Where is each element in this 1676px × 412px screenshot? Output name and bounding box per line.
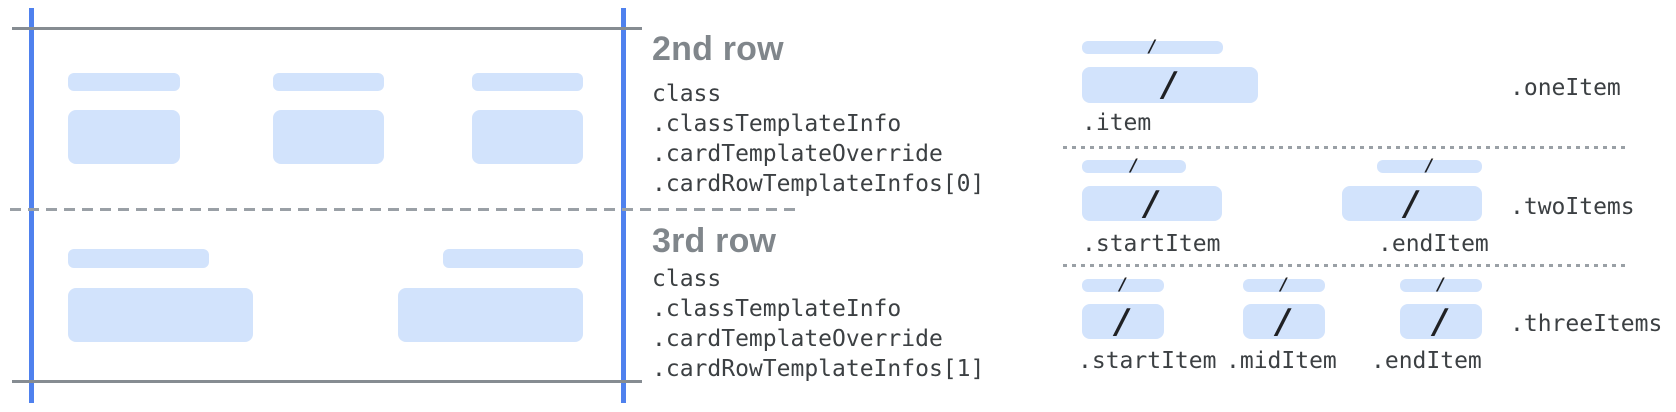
card-top-edge-guide (12, 27, 642, 30)
slash-placeholder: / (1112, 301, 1134, 342)
three-items-mid-label-bar: / (1243, 275, 1325, 295)
row2-code-block: class .classTemplateInfo .cardTemplateOv… (652, 79, 984, 199)
one-item-label-bar: / (1082, 37, 1223, 57)
slash-placeholder: / (1430, 301, 1452, 342)
slash-placeholder: / (1117, 275, 1129, 295)
row3-title: 3rd row (652, 222, 777, 260)
row2-col3-value-placeholder (472, 110, 583, 164)
card-bottom-edge-guide (12, 380, 642, 383)
code-line: class (652, 81, 722, 107)
slash-placeholder: / (1159, 65, 1181, 105)
one-item-group-label: .oneItem (1510, 75, 1621, 101)
section-divider-dotted-line (1063, 264, 1628, 267)
slash-placeholder: / (1273, 301, 1295, 342)
three-items-start-value-bar: / (1082, 304, 1164, 339)
end-item-label: .endItem (1378, 231, 1489, 257)
three-items-group-label: .threeItems (1510, 311, 1663, 337)
start-item-label: .startItem (1082, 231, 1221, 257)
row3-code-block: class .classTemplateInfo .cardTemplateOv… (652, 264, 984, 384)
row3-col1-label-placeholder (68, 249, 209, 268)
code-line: class (652, 266, 722, 292)
three-items-end-label-bar: / (1400, 275, 1482, 295)
two-items-group-label: .twoItems (1510, 194, 1635, 220)
item-label: .item (1082, 110, 1152, 136)
three-items-mid-value-bar: / (1243, 304, 1325, 339)
row2-col1-value-placeholder (68, 110, 180, 164)
two-items-end-value-bar: / (1342, 186, 1482, 221)
three-items-end-value-bar: / (1400, 304, 1482, 339)
code-line: .cardRowTemplateInfos[0] (652, 171, 985, 197)
row2-col3-label-placeholder (472, 73, 583, 91)
row3-col1-value-placeholder (68, 288, 253, 342)
slash-placeholder: / (1401, 183, 1423, 224)
two-items-start-label-bar: / (1082, 156, 1186, 176)
end-item-label: .endItem (1371, 348, 1482, 374)
code-line: .cardTemplateOverride (652, 326, 943, 352)
one-item-value-bar: / (1082, 67, 1258, 103)
row2-title: 2nd row (652, 30, 784, 68)
two-items-start-value-bar: / (1082, 186, 1222, 221)
section-divider-dotted-line (1063, 146, 1628, 149)
slash-placeholder: / (1128, 156, 1140, 176)
row2-col2-label-placeholder (273, 73, 384, 91)
slash-placeholder: / (1141, 183, 1163, 224)
slash-placeholder: / (1278, 275, 1290, 295)
row-divider-dashed-line (10, 208, 802, 211)
card-left-edge-guide (29, 8, 34, 403)
mid-item-label: .midItem (1226, 348, 1337, 374)
start-item-label: .startItem (1078, 348, 1217, 374)
code-line: .classTemplateInfo (652, 111, 902, 137)
row2-col1-label-placeholder (68, 73, 180, 91)
slash-placeholder: / (1424, 156, 1435, 176)
card-right-edge-guide (621, 8, 626, 403)
code-line: .cardRowTemplateInfos[1] (652, 356, 985, 382)
slash-placeholder: / (1147, 37, 1158, 57)
row2-col2-value-placeholder (273, 110, 384, 164)
row3-col2-label-placeholder (443, 249, 583, 268)
slash-placeholder: / (1435, 275, 1447, 295)
code-line: .classTemplateInfo (652, 296, 902, 322)
code-line: .cardTemplateOverride (652, 141, 943, 167)
row3-col2-value-placeholder (398, 288, 583, 342)
two-items-end-label-bar: / (1377, 156, 1482, 176)
three-items-start-label-bar: / (1082, 275, 1164, 295)
